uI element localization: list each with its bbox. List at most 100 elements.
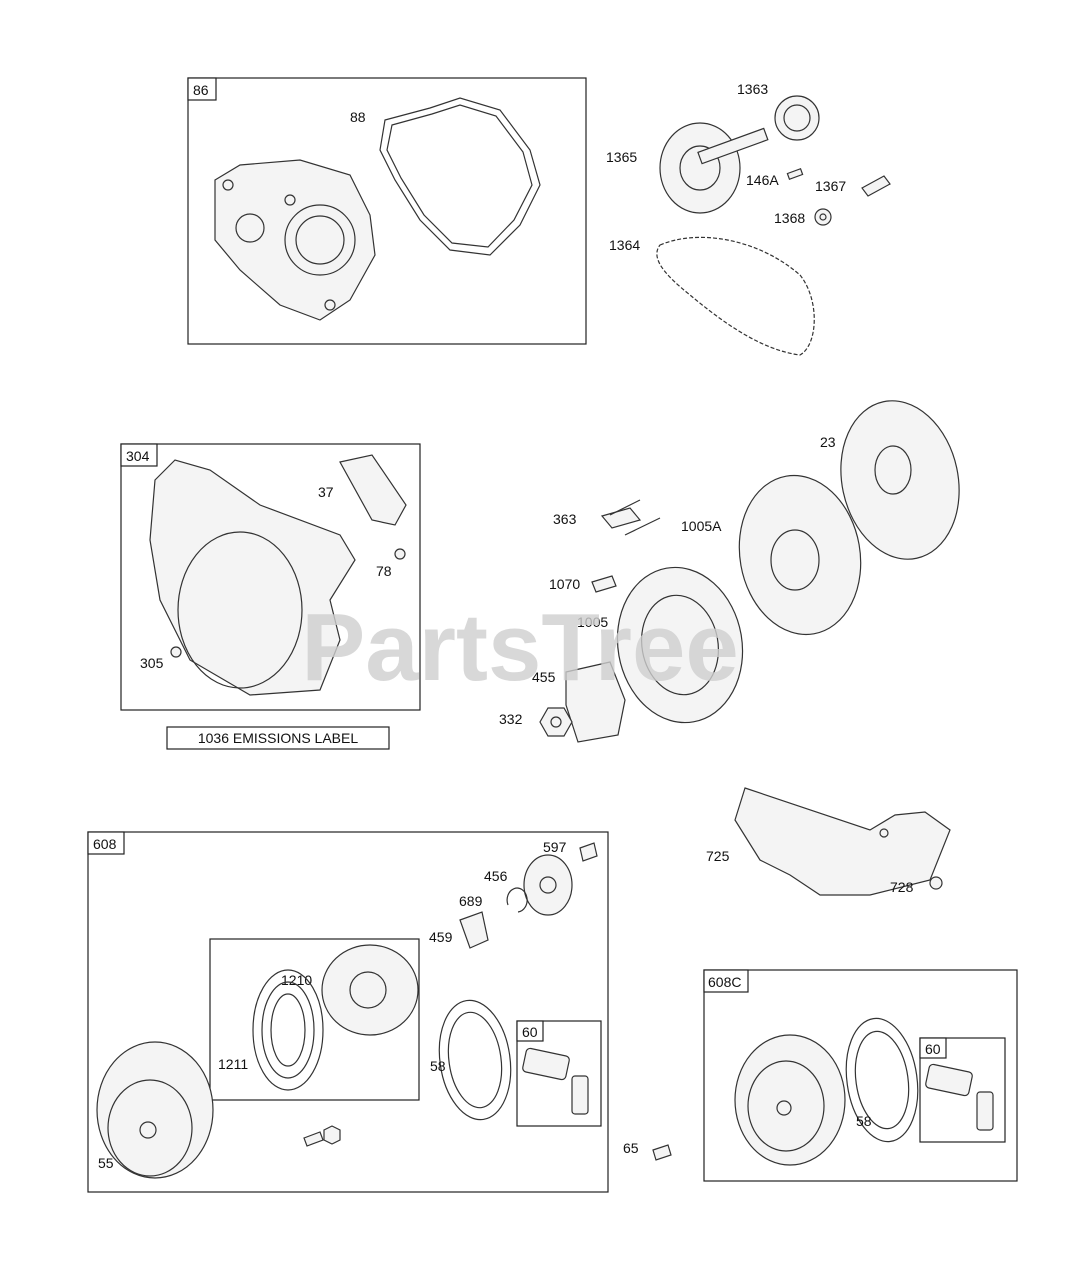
crankcase-cover (214, 159, 376, 321)
shaft-1365 (697, 127, 769, 165)
sprocket-1365 (659, 122, 741, 214)
screw-65 (652, 1144, 672, 1161)
box-60-b-label[interactable]: 60 (925, 1041, 941, 1057)
blower-housing (149, 459, 356, 696)
box-608c-label[interactable]: 608C (708, 974, 741, 990)
callout-1005a[interactable]: 1005A (681, 518, 722, 534)
bolt-hole (222, 179, 234, 191)
callout-1211[interactable]: 1211 (218, 1056, 248, 1072)
flywheel-1005 (616, 566, 744, 724)
group-304: 304 37 78 305 (120, 443, 421, 711)
group-725: 725 728 (706, 787, 951, 896)
box-608-label[interactable]: 608 (93, 836, 117, 852)
retainer-456 (523, 854, 573, 916)
box-60-a-label[interactable]: 60 (522, 1024, 538, 1040)
crankcase-bore-inner (295, 215, 345, 265)
cup-455 (565, 661, 626, 743)
callout-363[interactable]: 363 (553, 511, 577, 527)
box-60-b-frame (919, 1037, 1006, 1143)
callout-146a[interactable]: 146A (746, 172, 779, 188)
spring-coil (854, 1030, 910, 1130)
callout-1363[interactable]: 1363 (737, 81, 768, 97)
fan-hub (770, 529, 820, 591)
callout-88[interactable]: 88 (350, 109, 366, 125)
callout-1368[interactable]: 1368 (774, 210, 805, 226)
group-86: 86 88 (187, 77, 587, 345)
nut-pulley (323, 1125, 341, 1145)
callout-65[interactable]: 65 (623, 1140, 639, 1156)
callout-23[interactable]: 23 (820, 434, 836, 450)
box-608-frame (87, 831, 609, 1193)
guard-hole (879, 828, 889, 838)
shield-37 (339, 454, 407, 526)
guard-725 (734, 787, 951, 896)
callout-456[interactable]: 456 (484, 868, 508, 884)
screw-305 (170, 646, 182, 658)
screw-78 (394, 548, 406, 560)
callout-1367[interactable]: 1367 (815, 178, 846, 194)
group-608c: 608C 58 60 (703, 969, 1018, 1182)
starter-housing-55 (96, 1041, 214, 1179)
pulley-sub-box (209, 938, 420, 1101)
spring-58-a (438, 999, 512, 1121)
washer-1368 (814, 208, 832, 226)
callout-58-a[interactable]: 58 (430, 1058, 446, 1074)
callout-332[interactable]: 332 (499, 711, 523, 727)
starter-housing-inner (107, 1079, 193, 1177)
callout-1364[interactable]: 1364 (609, 237, 640, 253)
callout-725[interactable]: 725 (706, 848, 730, 864)
callout-1005[interactable]: 1005 (577, 614, 608, 630)
starter-housing-hub (776, 1100, 792, 1116)
handle-60-a (522, 1047, 570, 1081)
callout-37[interactable]: 37 (318, 484, 334, 500)
callout-1210[interactable]: 1210 (281, 972, 312, 988)
bolt-1367 (861, 175, 891, 197)
stud (609, 499, 641, 516)
starter-housing-inner (747, 1060, 825, 1152)
dog-459 (459, 911, 489, 949)
callout-597[interactable]: 597 (543, 839, 567, 855)
callout-1070[interactable]: 1070 (549, 576, 580, 592)
insert-60-a (571, 1075, 589, 1115)
spring-1211 (252, 969, 324, 1091)
callout-58-b[interactable]: 58 (856, 1113, 872, 1129)
sprocket-1363 (774, 95, 820, 141)
box-86-label[interactable]: 86 (193, 82, 209, 98)
nut-hole (550, 716, 562, 728)
retainer-hub (539, 876, 557, 894)
box-86-frame (187, 77, 587, 345)
backplate-23 (840, 400, 960, 560)
callout-55[interactable]: 55 (98, 1155, 114, 1171)
callout-305[interactable]: 305 (140, 655, 164, 671)
nut-332 (539, 707, 573, 737)
screw-728 (929, 876, 943, 890)
group-608: 608 597 456 689 459 1210 1211 58 60 55 (87, 831, 609, 1193)
callout-728[interactable]: 728 (890, 879, 914, 895)
callout-689[interactable]: 689 (459, 893, 483, 909)
starter-housing-hub (139, 1121, 157, 1139)
bolt-hole (284, 194, 296, 206)
bolt-1070 (591, 575, 617, 593)
callout-459[interactable]: 459 (429, 929, 453, 945)
backplate-hub (874, 445, 912, 495)
callout-78[interactable]: 78 (376, 563, 392, 579)
box-86-tag (187, 77, 217, 101)
washer-hole (819, 213, 827, 221)
watermark: PartsTree (301, 594, 739, 701)
box-304-tag (120, 443, 158, 467)
callout-1365[interactable]: 1365 (606, 149, 637, 165)
pulley-1210 (321, 944, 419, 1036)
starter-housing-608c (734, 1034, 846, 1166)
spring-coil (447, 1011, 503, 1109)
crankcase-boss (235, 213, 265, 243)
emissions-label[interactable]: 1036 EMISSIONS LABEL (198, 730, 359, 746)
box-608c-frame (703, 969, 1018, 1182)
callout-455[interactable]: 455 (532, 669, 556, 685)
box-304-label[interactable]: 304 (126, 448, 150, 464)
box-608c-tag (703, 969, 749, 993)
box-608-tag (87, 831, 125, 855)
insert-60-b (976, 1091, 994, 1131)
chain-1364 (656, 236, 815, 356)
fan-1005a (738, 474, 862, 636)
